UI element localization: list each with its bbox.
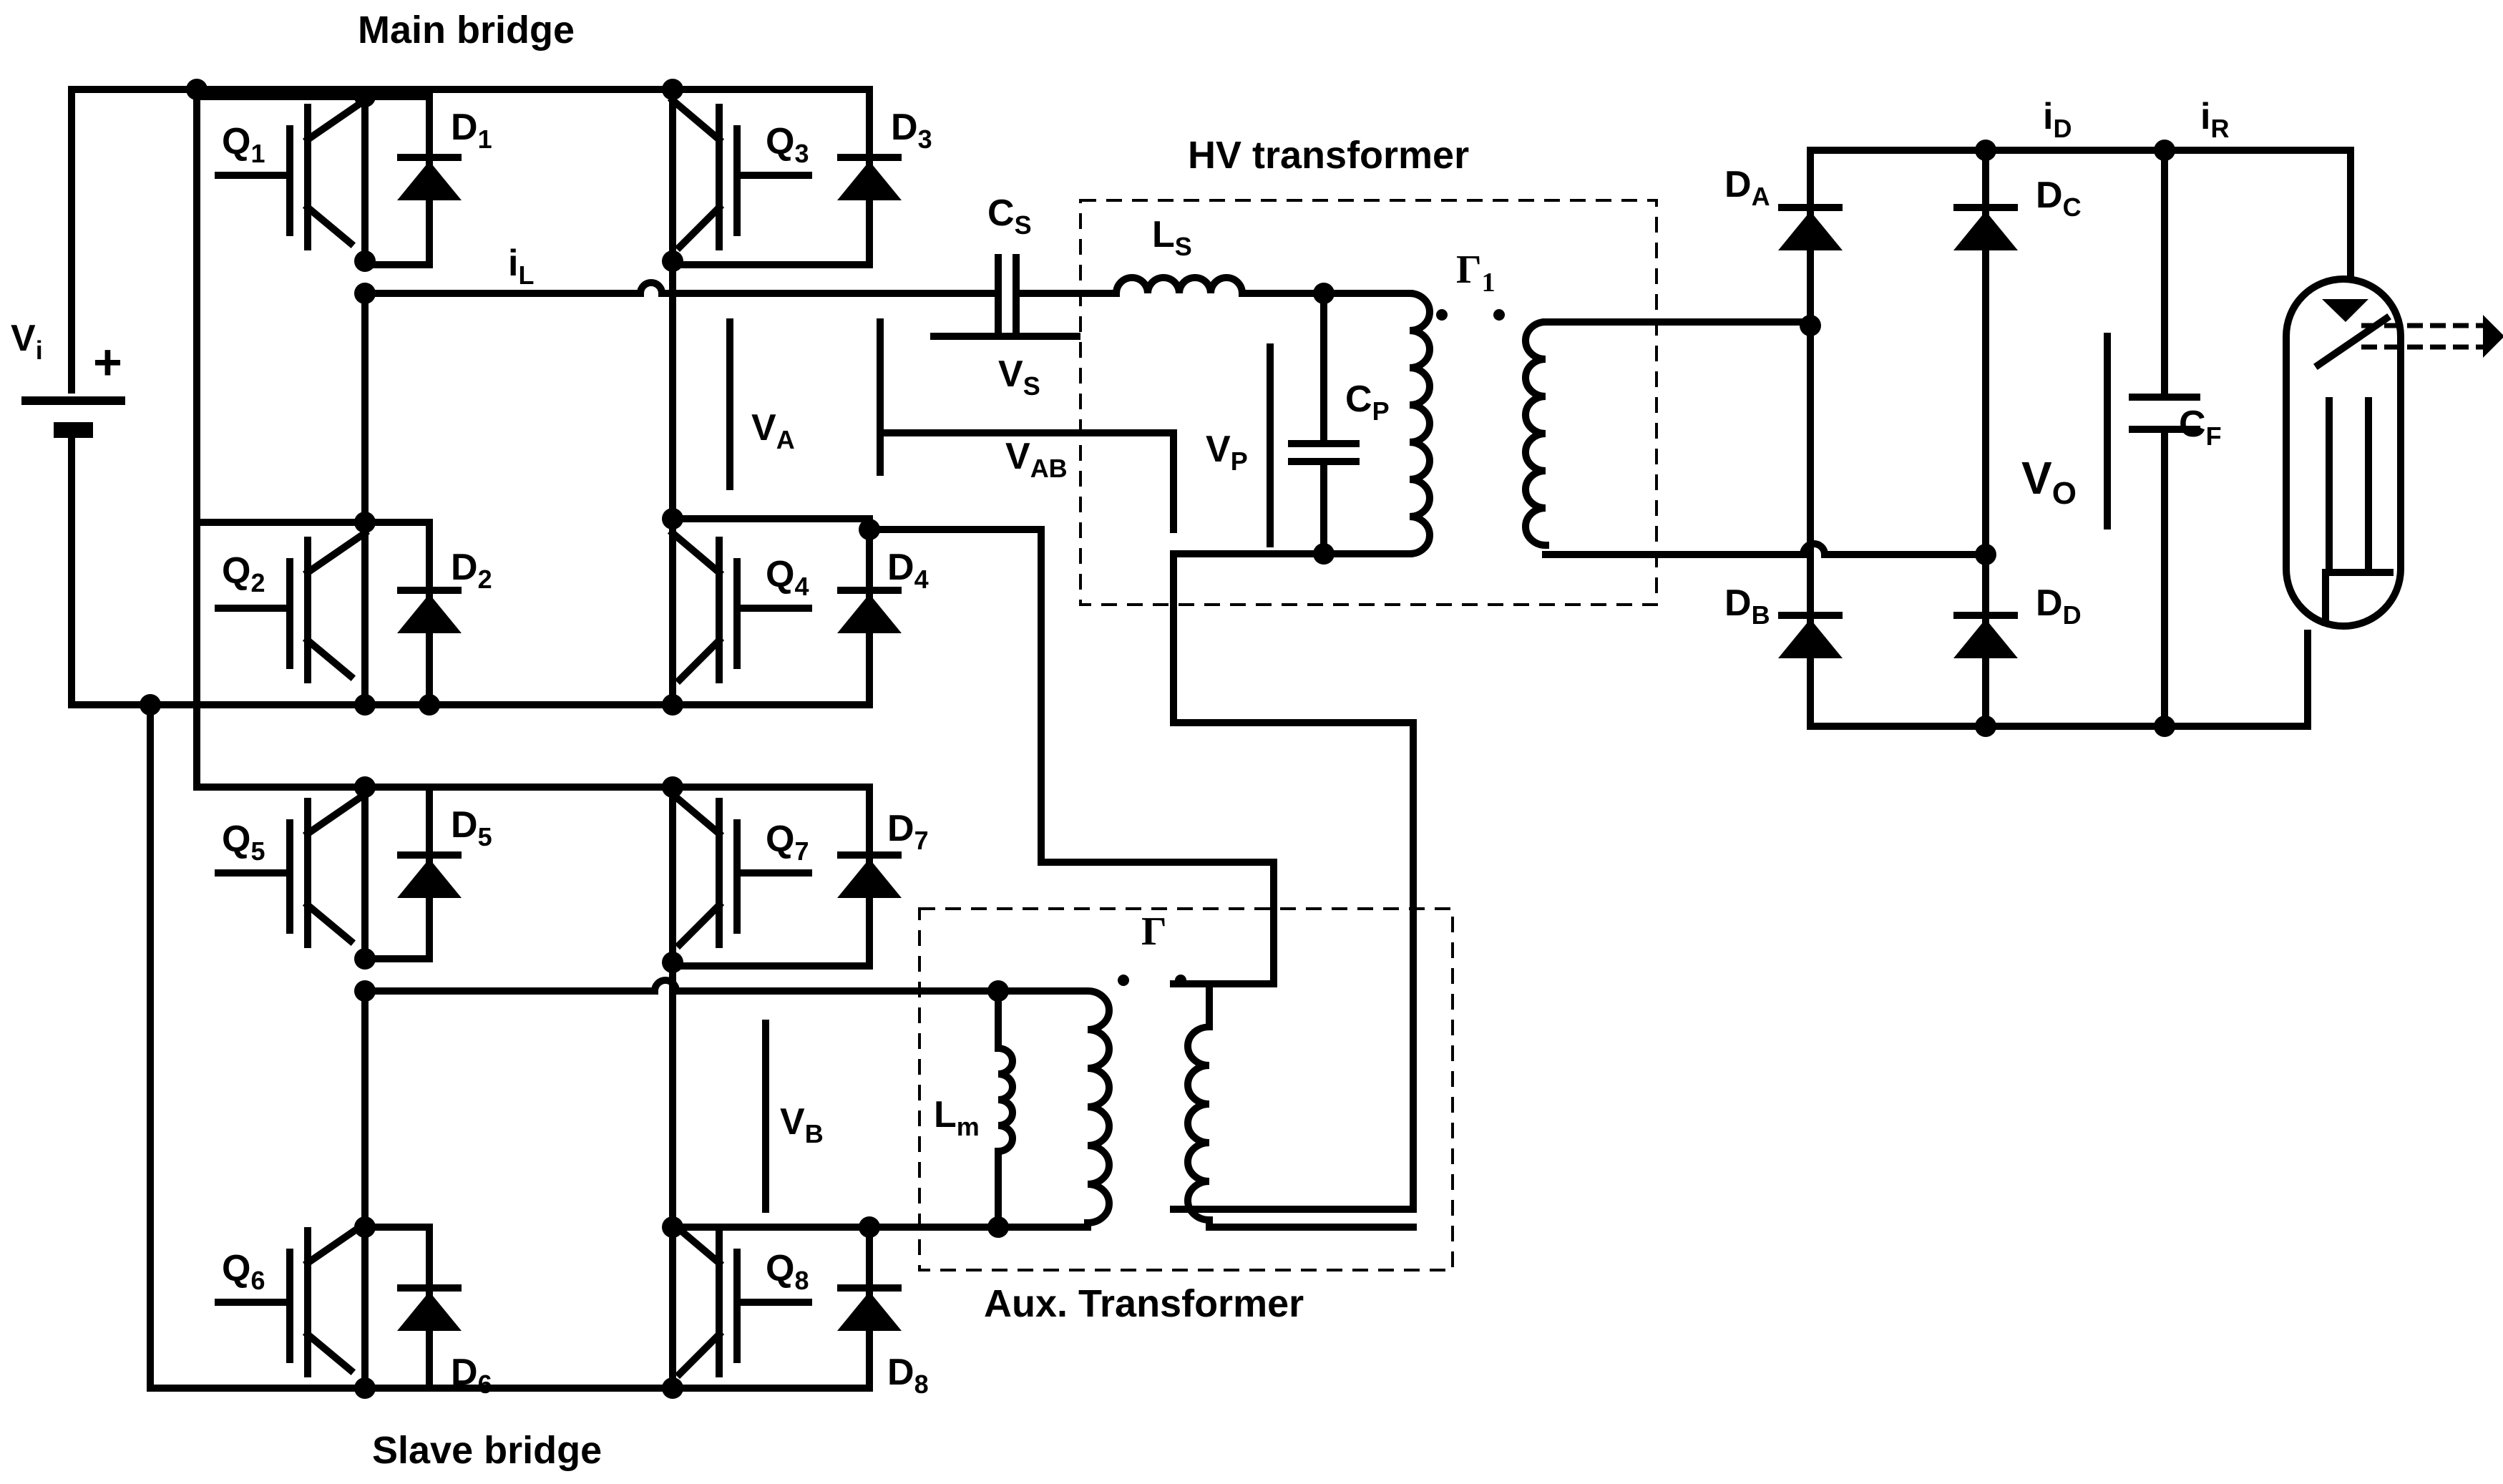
label-lm: Lm	[934, 1094, 980, 1141]
resonant-tank	[995, 254, 1989, 1213]
diode-d5	[397, 851, 462, 898]
diode-d2	[397, 587, 462, 633]
label-db: DB	[1724, 582, 1770, 630]
label-ls: LS	[1152, 214, 1192, 261]
switch-q2	[215, 528, 370, 683]
label-q6: Q6	[222, 1248, 265, 1295]
label-cf: CF	[2179, 404, 2222, 451]
label-cp: CP	[1345, 379, 1390, 426]
aux-transformer	[991, 975, 1417, 1231]
main-bridge	[147, 86, 1002, 708]
label-vab: VAB	[1005, 436, 1068, 483]
slave-bridge-title: Slave bridge	[372, 1429, 602, 1472]
hv-transformer-title: HV transformer	[1188, 134, 1469, 177]
signal-arrows	[497, 147, 2293, 1213]
label-vb: VB	[780, 1101, 824, 1148]
aux-wiring	[866, 526, 1277, 987]
label-cs: CS	[987, 192, 1032, 240]
label-d5: D5	[451, 804, 492, 851]
x-ray-tube-icon	[2283, 275, 2503, 630]
diode-d4	[837, 587, 902, 633]
label-t: Γ	[1141, 909, 1167, 954]
diode-d7	[837, 851, 902, 898]
switch-q4	[667, 527, 812, 685]
plus-sign: +	[93, 334, 122, 390]
aux-transformer-title: Aux. Transformer	[984, 1282, 1304, 1325]
label-q1: Q1	[222, 121, 265, 168]
label-q5: Q5	[222, 819, 265, 866]
switch-q3	[667, 94, 812, 253]
rectifier	[1778, 147, 2354, 730]
switch-q5	[215, 789, 370, 948]
diode-d8	[837, 1284, 902, 1331]
switch-q8	[667, 1218, 812, 1380]
label-q3: Q3	[766, 121, 809, 168]
label-dc: DC	[2036, 175, 2082, 222]
label-dd: DD	[2036, 582, 2082, 630]
label-il: iL	[508, 243, 534, 290]
label-q4: Q4	[766, 554, 809, 601]
label-d6: D6	[451, 1352, 492, 1399]
label-vs: VS	[998, 353, 1040, 401]
label-t1: Γ1	[1456, 248, 1496, 298]
main-bridge-title: Main bridge	[358, 9, 575, 52]
diode-d3	[837, 154, 902, 200]
aux-transformer-box	[918, 907, 1454, 1271]
label-da: DA	[1724, 164, 1770, 211]
switch-q6	[215, 1219, 370, 1377]
label-q2: Q2	[222, 550, 265, 597]
label-d4: D4	[887, 547, 929, 594]
source-label: Vi	[11, 318, 43, 365]
label-d1: D1	[451, 107, 492, 154]
switch-q1	[215, 95, 370, 250]
diode-d1	[397, 154, 462, 200]
label-q7: Q7	[766, 819, 809, 866]
diode-d6	[397, 1284, 462, 1331]
label-vp: VP	[1206, 429, 1248, 476]
label-va: VA	[751, 407, 795, 454]
label-d8: D8	[887, 1352, 929, 1399]
label-d3: D3	[891, 107, 932, 154]
junction-dots	[140, 79, 2175, 1399]
label-id: iD	[2043, 96, 2072, 143]
label-vo: VO	[2021, 452, 2077, 511]
label-d7: D7	[887, 808, 929, 855]
label-q8: Q8	[766, 1248, 809, 1295]
label-d2: D2	[451, 547, 492, 594]
dc-source	[21, 86, 200, 708]
label-ir: iR	[2200, 96, 2229, 143]
hv-transformer-box	[1079, 199, 1658, 606]
switch-q7	[667, 789, 812, 950]
